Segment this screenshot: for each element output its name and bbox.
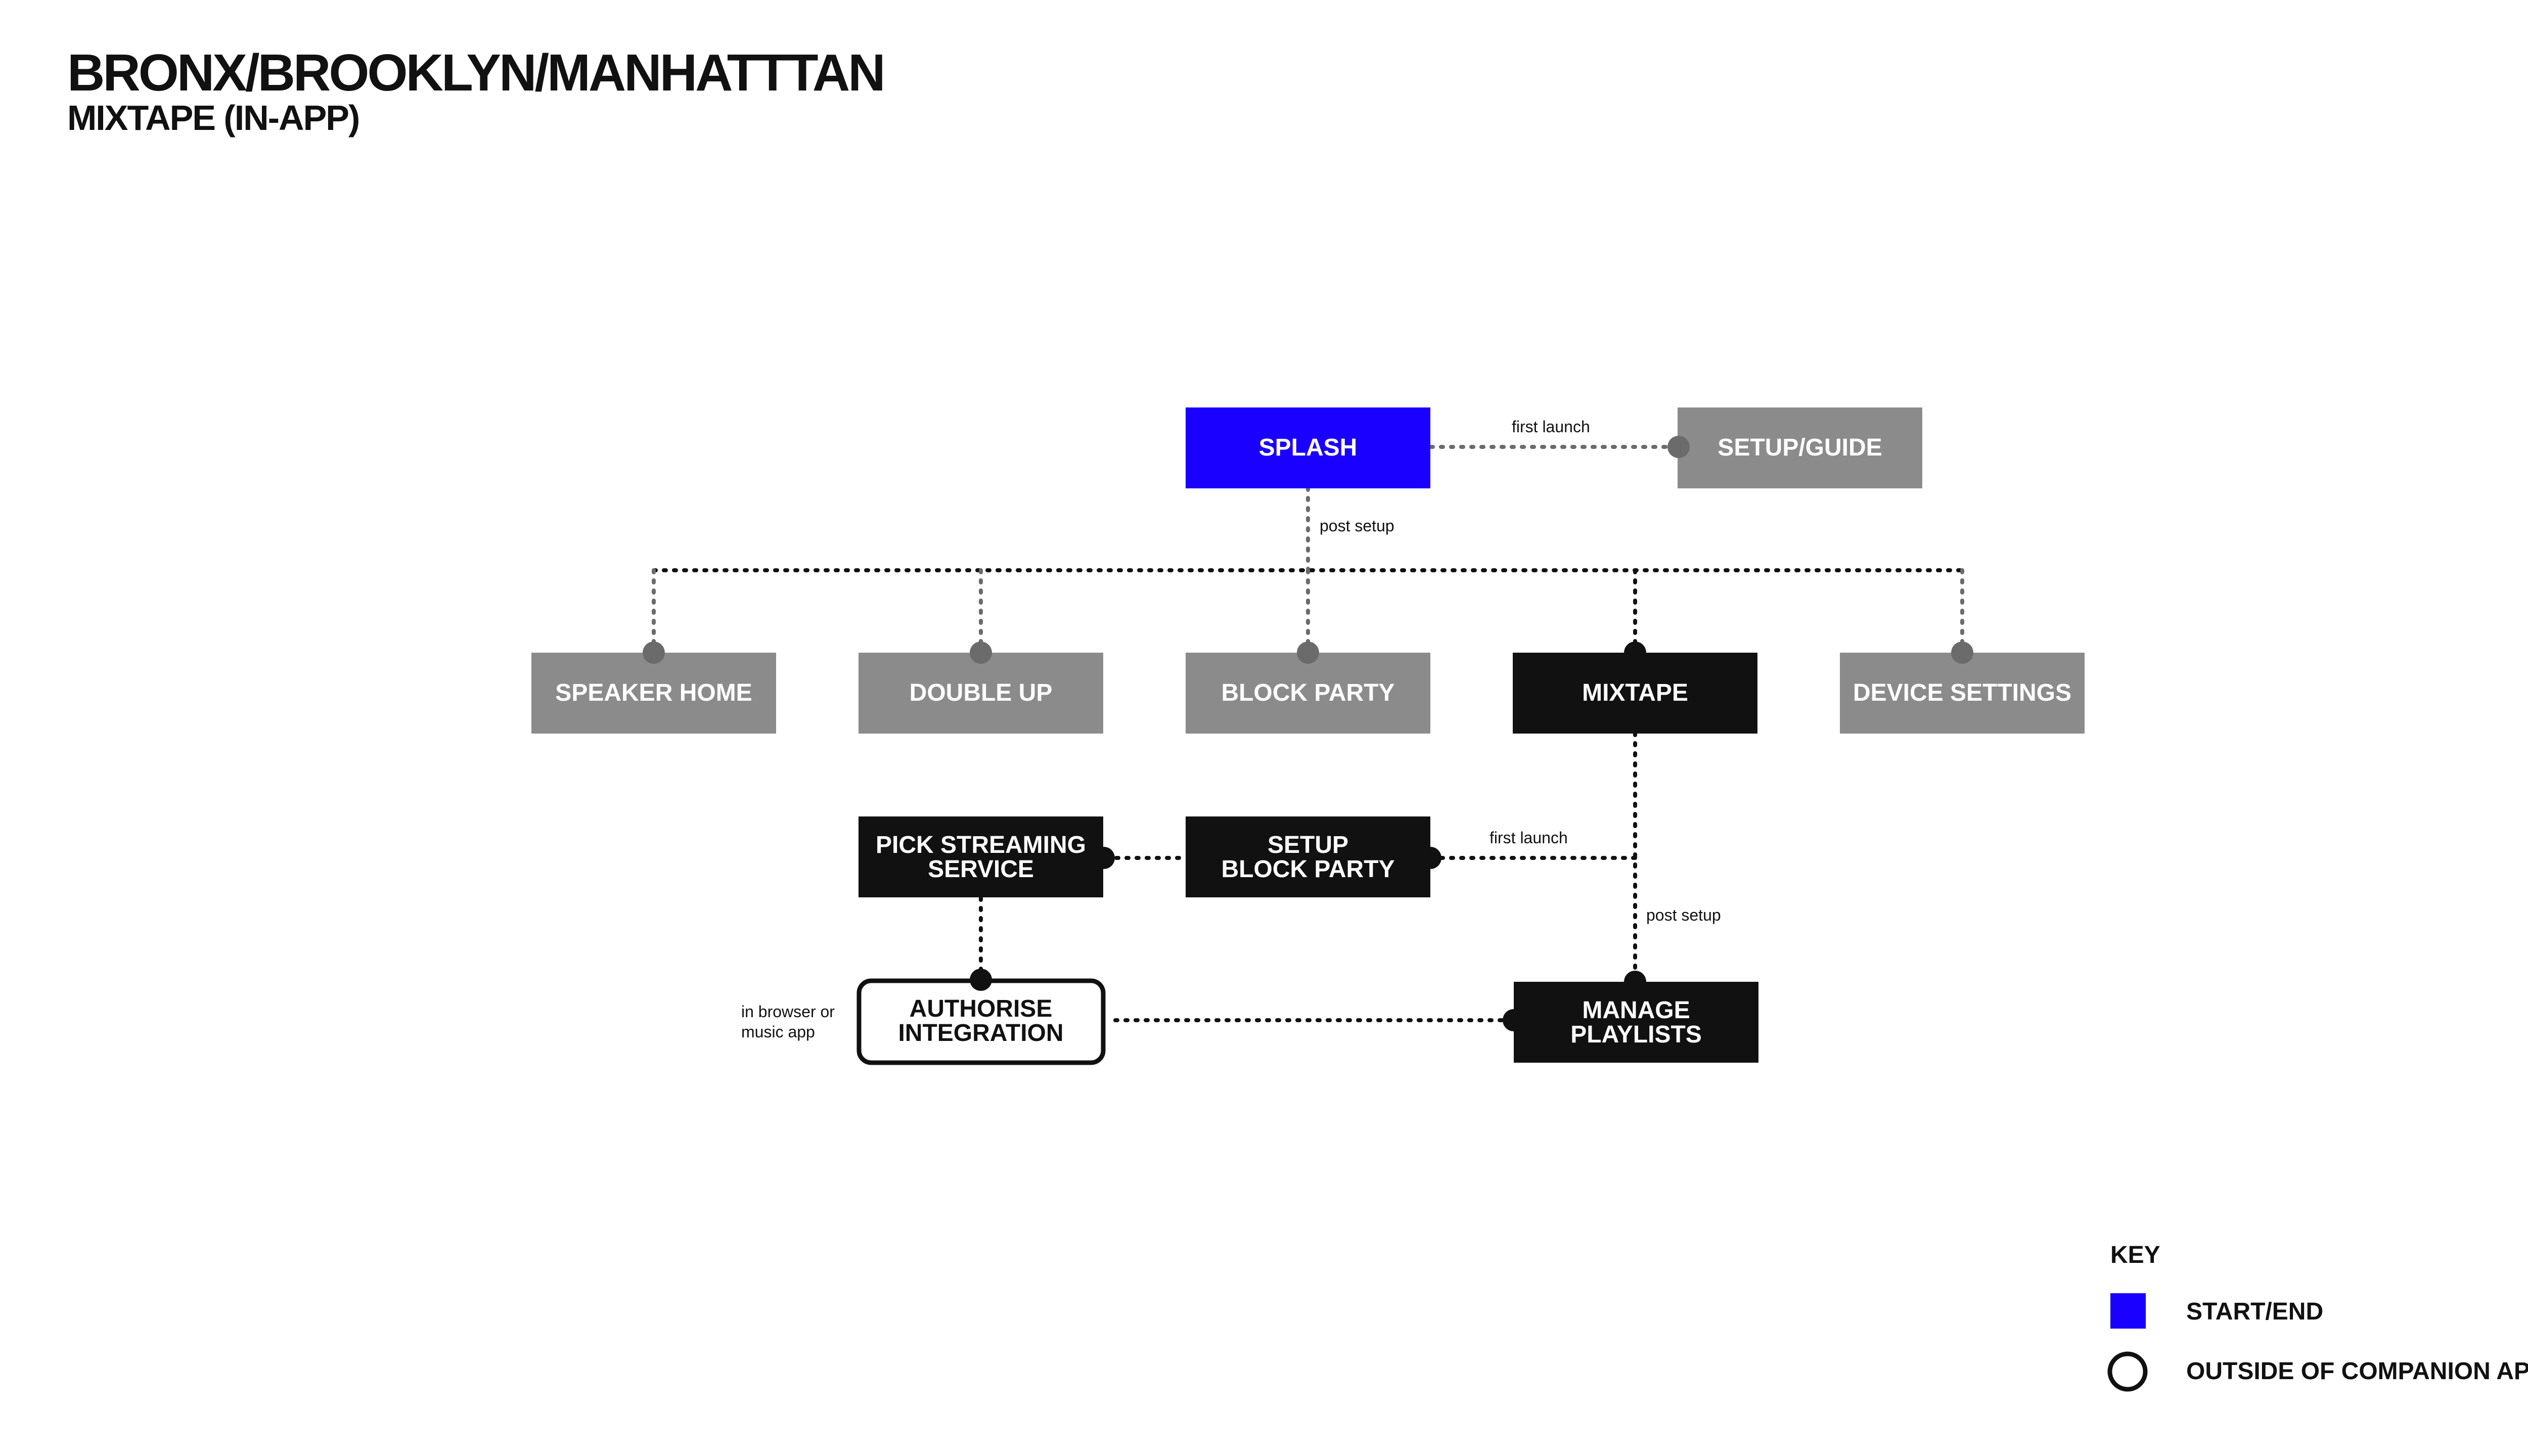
setup-guide-label: SETUP/GUIDE <box>1718 434 1882 461</box>
setup-block-party-box[interactable] <box>1186 816 1430 897</box>
authorise-integration-label-line1: AUTHORISE <box>910 995 1053 1022</box>
legend-start-end-swatch <box>2110 1293 2146 1329</box>
block-party-box[interactable] <box>1186 653 1430 734</box>
dot-mixtape <box>1624 642 1646 664</box>
legend-start-end-label: START/END <box>2186 1298 2323 1325</box>
authorise-note-line1: in browser or <box>741 1003 835 1021</box>
manage-playlists-label-line1: MANAGE <box>1582 997 1690 1024</box>
splash-box[interactable] <box>1186 407 1430 488</box>
device-settings-box[interactable] <box>1840 653 2085 734</box>
pick-streaming-service-box[interactable] <box>859 816 1103 897</box>
connector-dots <box>643 436 1973 1031</box>
mixtape-box[interactable] <box>1513 653 1757 734</box>
legend-outside-app-swatch <box>2107 1351 2148 1392</box>
setup-block-party-label-line2: BLOCK PARTY <box>1221 856 1394 883</box>
legend-outside-app-label: OUTSIDE OF COMPANION APP <box>2186 1358 2528 1385</box>
mixtape-label: MIXTAPE <box>1582 679 1688 706</box>
dot-manage-playlists-left <box>1503 1009 1525 1031</box>
dot-setup-block-party-right <box>1419 847 1441 869</box>
legend-heading: KEY <box>2110 1242 2160 1268</box>
setup-block-party-label-line1: SETUP <box>1268 832 1348 858</box>
nodes <box>531 407 2085 1065</box>
edge-label-mixtape-first-launch: first launch <box>1489 829 1568 847</box>
manage-playlists-label-line2: PLAYLISTS <box>1570 1021 1702 1048</box>
dot-device-settings <box>1951 642 1973 664</box>
double-up-label: DOUBLE UP <box>910 679 1053 706</box>
connectors <box>652 445 1964 1022</box>
edge-label-mixtape-post-setup: post setup <box>1646 906 1721 924</box>
pick-streaming-label-line2: SERVICE <box>928 856 1034 883</box>
authorise-integration-label-line2: INTEGRATION <box>898 1020 1063 1046</box>
dot-setup-guide <box>1667 436 1690 458</box>
diagram-subtitle: MIXTAPE (IN-APP) <box>67 98 360 138</box>
edge-label-splash-first-launch: first launch <box>1512 418 1590 436</box>
diagram-title: BRONX/BROOKLYN/MANHATTTAN <box>67 43 886 102</box>
setup-guide-box[interactable] <box>1678 407 1922 488</box>
edge-label-splash-post-setup: post setup <box>1320 517 1394 535</box>
dot-pick-streaming-right <box>1093 847 1115 869</box>
splash-label: SPLASH <box>1259 434 1358 461</box>
node-labels: SPLASH SETUP/GUIDE SPEAKER HOME DOUBLE U… <box>555 434 2071 1048</box>
speaker-home-label: SPEAKER HOME <box>555 679 752 706</box>
dot-manage-playlists-top <box>1624 971 1646 993</box>
speaker-home-box[interactable] <box>531 653 776 734</box>
dot-authorise-top <box>970 969 992 991</box>
manage-playlists-box[interactable] <box>1514 982 1758 1063</box>
block-party-label: BLOCK PARTY <box>1221 679 1394 706</box>
double-up-box[interactable] <box>859 653 1103 734</box>
dot-speaker-home <box>643 642 665 664</box>
pick-streaming-label-line1: PICK STREAMING <box>876 832 1086 858</box>
edge-labels: first launch post setup first launch pos… <box>741 418 1721 1041</box>
device-settings-label: DEVICE SETTINGS <box>1853 679 2071 706</box>
authorise-note-line2: music app <box>741 1023 815 1041</box>
dot-block-party <box>1297 642 1319 664</box>
legend: KEY START/END OUTSIDE OF COMPANION APP <box>2107 1242 2528 1392</box>
dot-double-up <box>970 642 992 664</box>
